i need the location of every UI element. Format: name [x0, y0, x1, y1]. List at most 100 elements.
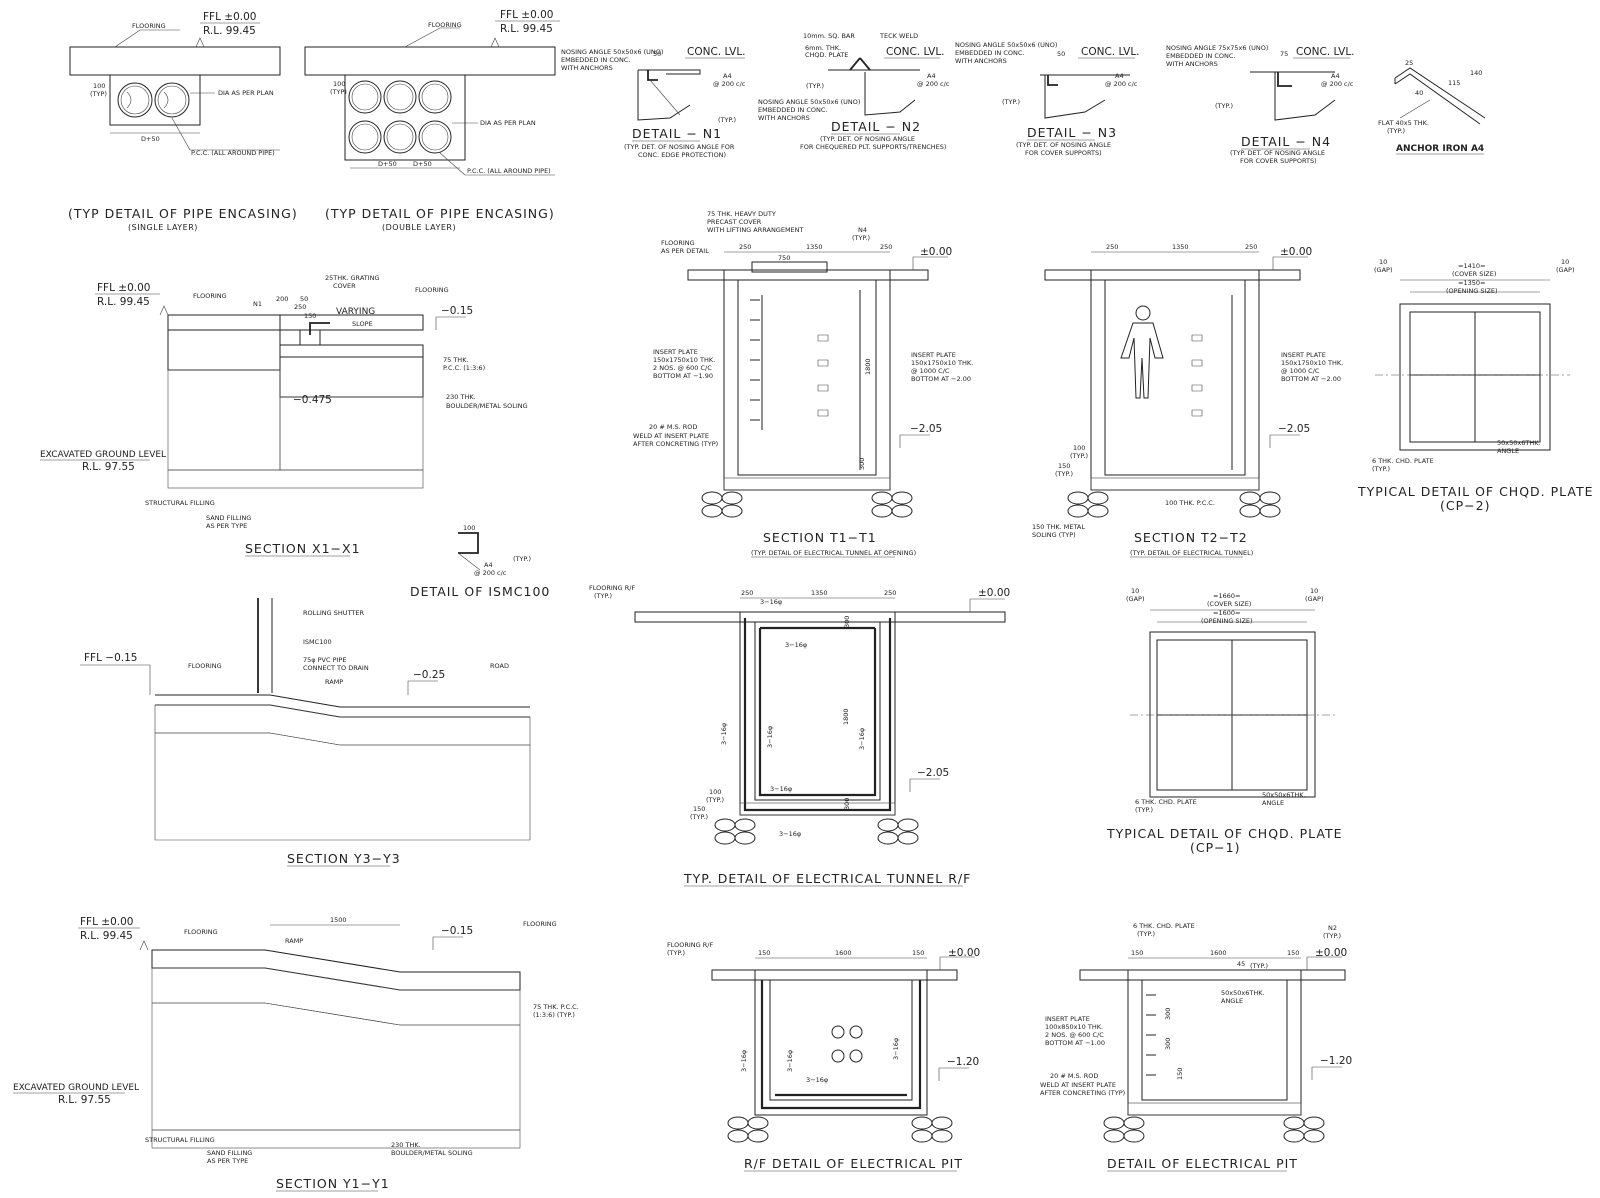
gap-label: (GAP) — [1556, 266, 1574, 274]
insert-label: 2 NOS. @ 600 C/C — [1045, 1031, 1104, 1039]
road-label: ROAD — [490, 662, 509, 670]
note: WITH ANCHORS — [758, 114, 810, 122]
level-pm000: ±0.00 — [1315, 947, 1347, 959]
dim-150-a: 150 — [758, 949, 770, 957]
spacing: @ 200 c/c — [1105, 80, 1138, 88]
rod-label: 20 # M.S. ROD — [1050, 1072, 1098, 1080]
conc-level: CONC. LVL. — [1296, 46, 1355, 58]
detail-subtitle: (CP−2) — [1440, 498, 1490, 513]
n2-label: N2 — [1328, 924, 1337, 932]
spacing: @ 200 c/c — [1321, 80, 1354, 88]
electrical-tunnel-rf: FLOORING R/F (TYP.) 250 1350 250 ±0.00 3… — [589, 584, 1010, 887]
detail-title: DETAIL − N1 — [632, 126, 722, 141]
electrical-pit-rf: FLOORING R/F (TYP.) 150 1600 150 ±0.00 3… — [667, 941, 980, 1172]
typ-label: (TYP.) — [1135, 806, 1153, 814]
plate-label: CHQD. PLATE — [805, 51, 848, 59]
rebar-label: 3−16φ — [770, 785, 792, 793]
pipe-encasing-double-detail: FLOORING FFL ±0.00 R.L. 99.45 100 (TYP) … — [304, 9, 560, 232]
note: EMBEDDED IN CONC. — [561, 56, 630, 64]
soling-right — [1239, 491, 1281, 518]
bar-label: 10mm. SQ. BAR — [803, 32, 855, 40]
soling-label: 230 THK. — [391, 1141, 421, 1149]
level-ffl: FFL ±0.00 — [80, 916, 133, 928]
detail-sub: FOR COVER SUPPORTS) — [1025, 149, 1102, 157]
flooring-label: FLOORING R/F — [589, 584, 635, 592]
typ-label: (TYP.) — [1137, 930, 1155, 938]
insert-label: BOTTOM AT −1.00 — [1045, 1039, 1105, 1047]
typ-label: (TYP.) — [513, 555, 531, 563]
level-ffl: FFL −0.15 — [84, 652, 137, 664]
section-y1: FFL ±0.00 R.L. 99.45 FLOORING FLOORING 1… — [13, 916, 579, 1192]
spacing: @ 200 c/c — [474, 569, 507, 577]
pcc-label: (1:3:6) (TYP.) — [533, 1011, 575, 1019]
rebar-label: 3−16φ — [760, 598, 782, 606]
dim-150: 150 — [1176, 1068, 1184, 1080]
insert-label: 150x1750x10 THK. — [911, 359, 973, 367]
detail-n3: NOSING ANGLE 50x50x6 (UNO) EMBEDDED IN C… — [955, 41, 1140, 157]
dim-150: 150 — [693, 805, 705, 813]
detail-ismc100: 100 (TYP.) A4 @ 200 c/c DETAIL OF ISMC10… — [410, 524, 549, 599]
dim-150-a: 150 — [1131, 949, 1143, 957]
dim-d50-a: D+50 — [378, 160, 397, 168]
typ-label: (TYP.) — [1002, 98, 1020, 106]
gap-label: 10 — [1131, 587, 1139, 595]
detail-subtitle: (DOUBLE LAYER) — [382, 223, 456, 232]
typ-label: (TYP.) — [690, 813, 708, 821]
section-title: SECTION X1−X1 — [245, 541, 361, 556]
pipe-label: CONNECT TO DRAIN — [303, 664, 369, 672]
rebar-label: 3−16φ — [785, 641, 807, 649]
soling-label: 230 THK. — [446, 393, 476, 401]
anchor-ref: A4 — [723, 72, 732, 80]
detail-subtitle: (SINGLE LAYER) — [128, 223, 198, 232]
dim-150-b: 150 — [1287, 949, 1299, 957]
note: NOSING ANGLE 50x50x6 (UNO) — [561, 48, 663, 56]
note: WITH ANCHORS — [955, 57, 1007, 65]
rebar-label: 3−16φ — [806, 1076, 828, 1084]
soling-left — [1103, 1116, 1145, 1143]
cover-label: PRECAST COVER — [707, 218, 762, 226]
pcc-label: 75 THK. — [443, 356, 469, 364]
typ-label: (TYP) — [330, 88, 347, 96]
dim-250-b: 250 — [880, 243, 892, 251]
gap-label: (GAP) — [1126, 595, 1144, 603]
rod-label: AFTER CONCRETING (TYP) — [633, 440, 718, 448]
cover-size: (COVER SIZE) — [1452, 270, 1496, 278]
dim-100: 100 — [93, 82, 105, 90]
dim-1350: 1350 — [806, 243, 823, 251]
soling-left — [701, 491, 743, 518]
anchor-ref: A4 — [1331, 72, 1340, 80]
level-ffl: FFL ±0.00 — [500, 9, 553, 21]
insert-plate-brackets — [1146, 994, 1156, 1076]
section-x1: FFL ±0.00 R.L. 99.45 FLOORING N1 200 50 … — [40, 274, 528, 557]
level-rl: R.L. 97.55 — [58, 1094, 111, 1106]
cable-trays — [1191, 334, 1203, 417]
insert-label: INSERT PLATE — [911, 351, 956, 359]
grating-label: COVER — [333, 282, 356, 290]
section-subtitle: (TYP. DETAIL OF ELECTRICAL TUNNEL) — [1130, 549, 1253, 557]
dim-300: 300 — [858, 458, 866, 470]
level-rl: R.L. 99.45 — [500, 23, 553, 35]
detail-title: ANCHOR IRON A4 — [1396, 144, 1484, 154]
soling-label: BOULDER/METAL SOLING — [446, 402, 528, 410]
sand-label: SAND FILLING — [206, 514, 251, 522]
dim-100: 100 — [463, 524, 475, 532]
n1-label: N1 — [253, 300, 262, 308]
dim-1800: 1800 — [864, 358, 872, 375]
typ-label: (TYP.) — [806, 82, 824, 90]
note: NOSING ANGLE 50x50x6 (UNO) — [955, 41, 1057, 49]
detail-title: R/F DETAIL OF ELECTRICAL PIT — [744, 1156, 963, 1171]
sand-label: SAND FILLING — [207, 1149, 252, 1157]
typ-label: (TYP.) — [1055, 470, 1073, 478]
rod-label: 20 # M.S. ROD — [649, 423, 697, 431]
level-rl: R.L. 99.45 — [80, 930, 133, 942]
level-pm000: ±0.00 — [948, 947, 980, 959]
dim-50: 50 — [300, 295, 308, 303]
soling-right — [871, 491, 913, 518]
anchor-ref: A4 — [484, 561, 493, 569]
detail-title: (TYP DETAIL OF PIPE ENCASING) — [68, 206, 298, 221]
section-t1: 75 THK. HEAVY DUTY PRECAST COVER WITH LI… — [633, 210, 973, 558]
dim-140: 140 — [1470, 69, 1482, 77]
dim-1350: 1350 — [811, 589, 828, 597]
metal-label: 150 THK. METAL — [1032, 523, 1085, 531]
pcc-label: 75 THK. P.C.C. — [533, 1003, 579, 1011]
